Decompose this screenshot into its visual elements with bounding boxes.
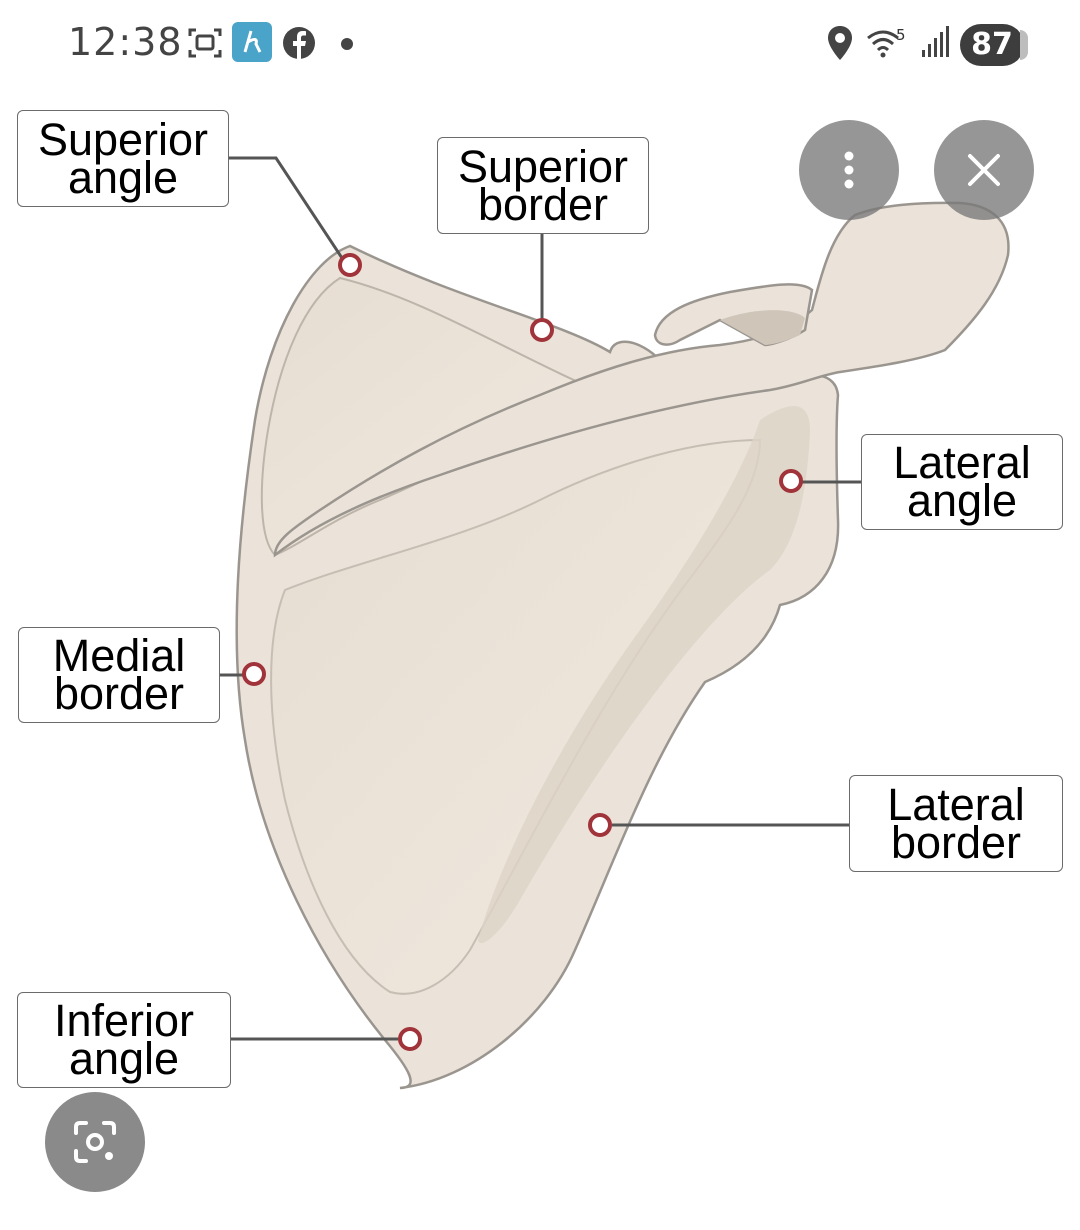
leader-lines <box>219 156 862 1041</box>
signal-icon <box>922 26 949 57</box>
label-inferior-angle-line2: angle <box>68 1033 180 1084</box>
label-superior-angle: Superior angle <box>17 110 229 207</box>
label-superior-angle-line1: Superior <box>37 113 209 165</box>
label-lateral-border: Lateral border <box>849 775 1063 872</box>
notification-dot-icon <box>341 38 353 50</box>
label-lateral-angle-line1: Lateral <box>893 437 1031 488</box>
marker-superior-angle <box>338 253 362 277</box>
more-vert-icon <box>844 151 854 189</box>
lens-search-button[interactable] <box>45 1092 145 1192</box>
leader-superior-angle <box>228 156 344 259</box>
label-medial-border-line1: Medial <box>52 630 186 681</box>
location-icon <box>828 26 852 60</box>
markers <box>242 253 803 1051</box>
label-lateral-angle-line2: angle <box>906 475 1018 526</box>
label-medial-border-line2: border <box>53 668 185 719</box>
label-medial-border: Medial border <box>18 627 220 723</box>
marker-lateral-border <box>588 813 612 837</box>
clock: 12:38 <box>68 20 183 64</box>
label-inferior-angle-line1: Inferior <box>53 995 195 1046</box>
label-superior-border-line1: Superior <box>457 140 629 192</box>
label-inferior-angle: Inferior angle <box>17 992 231 1088</box>
close-icon <box>968 154 1000 186</box>
wifi-badge: 5 <box>896 26 906 44</box>
lateral-ridge-shade <box>478 406 810 944</box>
lens-search-icon <box>74 1121 116 1163</box>
marker-lateral-angle <box>779 469 803 493</box>
battery-icon: 87 <box>960 24 1028 66</box>
label-lateral-angle: Lateral angle <box>861 434 1063 530</box>
label-lateral-border-line2: border <box>890 816 1022 868</box>
label-superior-border-line2: border <box>477 178 609 230</box>
supraspinous-fossa <box>260 276 624 557</box>
status-bar: 12:38 5 87 <box>0 0 1080 90</box>
marker-medial-border <box>242 662 266 686</box>
more-options-button[interactable] <box>799 120 899 220</box>
kite-app-icon <box>232 22 272 62</box>
marker-superior-border <box>530 318 554 342</box>
screenshot-icon <box>188 28 222 58</box>
wifi-icon <box>867 30 899 58</box>
label-superior-border: Superior border <box>437 137 649 234</box>
marker-inferior-angle <box>398 1027 422 1051</box>
label-lateral-border-line1: Lateral <box>887 778 1025 830</box>
label-superior-angle-line2: angle <box>67 151 179 203</box>
facebook-icon <box>283 27 315 59</box>
glenoid-notch-shade <box>720 310 805 345</box>
close-button[interactable] <box>934 120 1034 220</box>
